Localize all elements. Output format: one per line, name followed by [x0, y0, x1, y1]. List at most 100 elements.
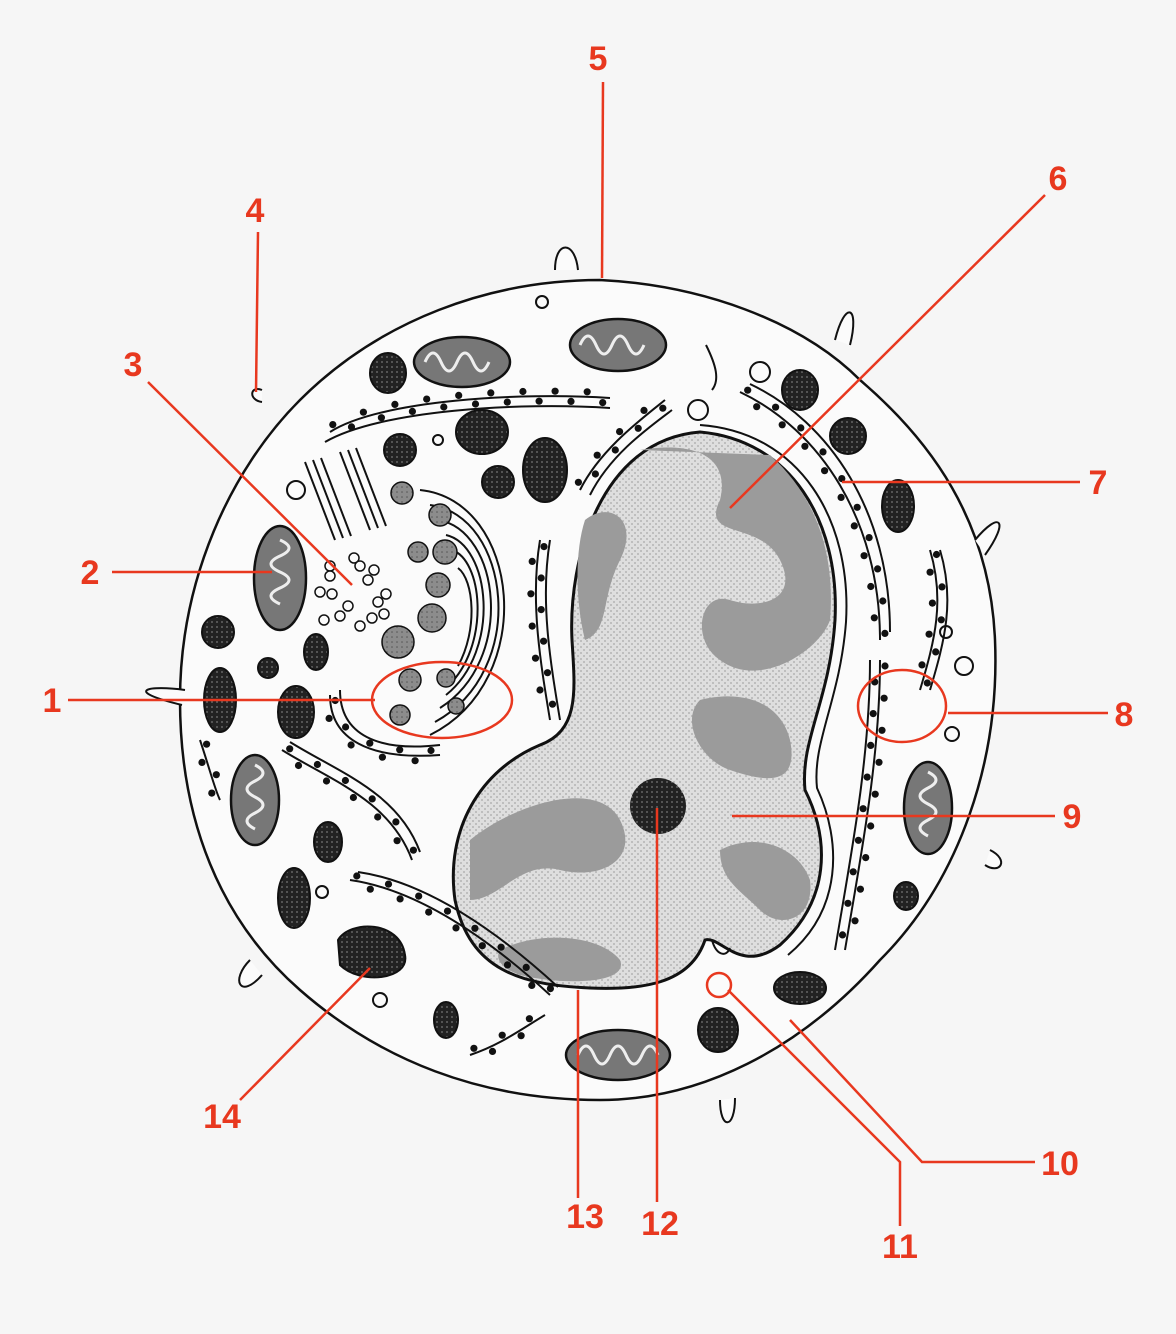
ribosome: [342, 723, 349, 730]
ribosome: [938, 583, 945, 590]
ribosome: [538, 574, 545, 581]
ribosome: [594, 452, 601, 459]
label-1: 1: [43, 682, 62, 720]
ribosome: [926, 631, 933, 638]
ribosome: [878, 727, 885, 734]
label-8: 8: [1115, 696, 1134, 734]
ribosome: [540, 543, 547, 550]
ribosome: [527, 590, 534, 597]
ribosome: [529, 558, 536, 565]
ribosome: [567, 398, 574, 405]
label-5: 5: [589, 40, 608, 78]
ribosome: [851, 917, 858, 924]
ribosome: [938, 616, 945, 623]
ribosome: [874, 565, 881, 572]
ribosome: [489, 1048, 496, 1055]
ribosome: [499, 1032, 506, 1039]
ribosome: [932, 648, 939, 655]
ribosome: [385, 881, 392, 888]
ribosome: [927, 569, 934, 576]
ribosome: [444, 908, 451, 915]
ribosome: [862, 854, 869, 861]
ribosome: [498, 944, 505, 951]
ribosome: [295, 762, 302, 769]
ribosome: [881, 630, 888, 637]
leader-line-5: [602, 82, 603, 278]
ribosome: [471, 925, 478, 932]
ribosome: [575, 479, 582, 486]
ribosome: [801, 443, 808, 450]
ribosome: [866, 534, 873, 541]
ribosome: [867, 742, 874, 749]
ribosome: [867, 583, 874, 590]
ribosome: [425, 909, 432, 916]
ribosome: [314, 761, 321, 768]
leader-line-4: [256, 232, 258, 392]
ribosome: [540, 638, 547, 645]
ribosome: [536, 686, 543, 693]
ribosome: [855, 837, 862, 844]
ribosome: [394, 837, 401, 844]
ribosome: [552, 388, 559, 395]
ribosome: [544, 669, 551, 676]
ribosome: [523, 964, 530, 971]
label-13: 13: [566, 1198, 604, 1236]
label-14: 14: [203, 1098, 241, 1136]
ribosome: [753, 403, 760, 410]
ribosome: [854, 504, 861, 511]
ribosome: [861, 552, 868, 559]
ribosome: [323, 777, 330, 784]
ribosome: [366, 740, 373, 747]
ribosome: [526, 1015, 533, 1022]
ribosome: [592, 470, 599, 477]
ribosome: [797, 424, 804, 431]
ribosome: [881, 695, 888, 702]
ribosome: [348, 423, 355, 430]
label-10: 10: [1041, 1145, 1079, 1183]
ribosome: [452, 924, 459, 931]
ribosome: [353, 872, 360, 879]
ribosome: [519, 388, 526, 395]
label-6: 6: [1049, 160, 1068, 198]
ribosome: [396, 746, 403, 753]
ribosome: [547, 985, 554, 992]
ribosome: [374, 813, 381, 820]
ribosome: [391, 401, 398, 408]
ribosome: [881, 662, 888, 669]
ribosome: [875, 759, 882, 766]
ribosome: [772, 404, 779, 411]
ribosome: [342, 777, 349, 784]
ribosome: [870, 710, 877, 717]
ribosome: [851, 522, 858, 529]
ribosome: [918, 661, 925, 668]
ribosome: [369, 795, 376, 802]
ribosome: [844, 900, 851, 907]
ribosome: [640, 407, 647, 414]
label-12: 12: [641, 1205, 679, 1243]
ribosome: [536, 398, 543, 405]
ribosome: [867, 822, 874, 829]
ribosome: [427, 747, 434, 754]
ribosome: [744, 387, 751, 394]
ribosome: [397, 895, 404, 902]
ribosome: [286, 745, 293, 752]
ribosome: [864, 774, 871, 781]
label-7: 7: [1089, 464, 1108, 502]
ribosome: [504, 961, 511, 968]
ribosome: [857, 886, 864, 893]
label-2: 2: [81, 554, 100, 592]
ribosome: [470, 1045, 477, 1052]
ribosome: [360, 409, 367, 416]
ribosome: [415, 893, 422, 900]
ribosome: [423, 396, 430, 403]
ribosome: [412, 757, 419, 764]
ribosome: [487, 389, 494, 396]
label-4: 4: [246, 192, 265, 230]
ribosome: [850, 868, 857, 875]
ribosome: [208, 790, 215, 797]
ribosome: [329, 421, 336, 428]
ribosome: [612, 446, 619, 453]
ribosome: [410, 847, 417, 854]
